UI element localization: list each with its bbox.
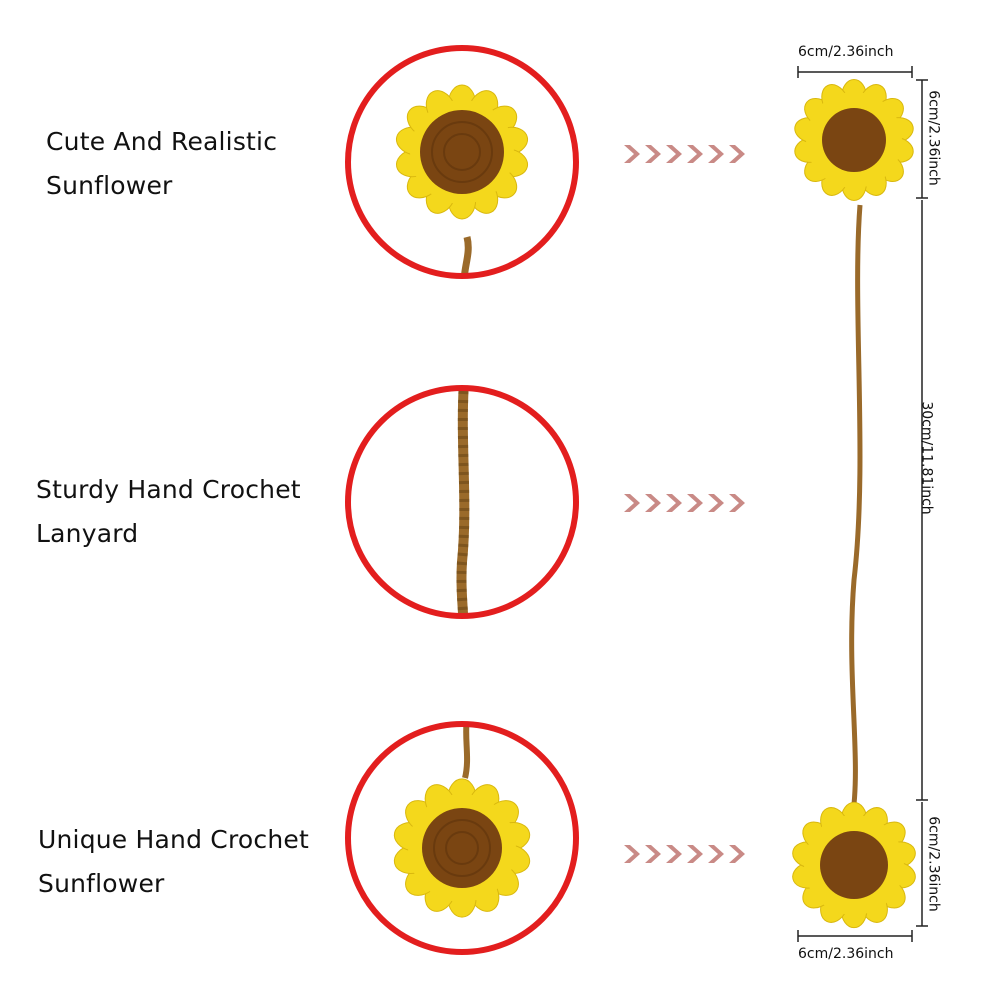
chevron-icon bbox=[624, 845, 640, 863]
chevron-arrows-3 bbox=[620, 842, 755, 866]
chevron-icon bbox=[624, 494, 640, 512]
sunflower-closeup-circle bbox=[342, 42, 582, 282]
chevron-icon bbox=[624, 145, 640, 163]
bottom-width-label: 6cm/2.36inch bbox=[798, 946, 894, 962]
feature-2-line-2: Lanyard bbox=[36, 519, 139, 548]
chevron-icon bbox=[666, 494, 682, 512]
chevron-icon bbox=[645, 494, 661, 512]
feature-3-line-2: Sunflower bbox=[38, 869, 165, 898]
feature-2-line-1: Sturdy Hand Crochet bbox=[36, 475, 301, 504]
chevron-icon bbox=[729, 494, 745, 512]
chevron-icon bbox=[666, 145, 682, 163]
feature-text-3: Unique Hand Crochet Sunflower bbox=[38, 818, 309, 906]
chevron-icon bbox=[687, 494, 703, 512]
feature-1-line-1: Cute And Realistic bbox=[46, 127, 278, 156]
sunflower-image bbox=[395, 84, 529, 220]
chevron-icon bbox=[645, 145, 661, 163]
lanyard-full bbox=[849, 204, 863, 821]
bottom-width-dimension-line bbox=[797, 930, 913, 942]
sunflower-image-bottom bbox=[393, 778, 531, 918]
chevron-icon bbox=[708, 494, 724, 512]
bottom-height-label: 6cm/2.36inch bbox=[925, 816, 942, 912]
feature-1-line-2: Sunflower bbox=[46, 171, 173, 200]
feature-text-1: Cute And Realistic Sunflower bbox=[46, 120, 277, 208]
chevron-icon bbox=[729, 145, 745, 163]
chevron-icon bbox=[645, 845, 661, 863]
sunflower-closeup-circle-bottom bbox=[342, 718, 582, 958]
bottom-sunflower bbox=[792, 801, 916, 929]
top-sunflower bbox=[794, 79, 914, 201]
top-height-label: 6cm/2.36inch bbox=[925, 90, 942, 186]
chevron-icon bbox=[708, 845, 724, 863]
cord-stub bbox=[460, 236, 472, 276]
chevron-arrows-2 bbox=[620, 491, 755, 515]
vertical-dimension-lines bbox=[916, 79, 928, 927]
top-width-label: 6cm/2.36inch bbox=[798, 44, 894, 60]
chevron-icon bbox=[687, 145, 703, 163]
feature-3-line-1: Unique Hand Crochet bbox=[38, 825, 309, 854]
product-full-view bbox=[780, 60, 980, 960]
chevron-icon bbox=[729, 845, 745, 863]
top-width-dimension-line bbox=[797, 66, 913, 78]
chevron-icon bbox=[708, 145, 724, 163]
lanyard-length-label: 30cm/11.81inch bbox=[918, 401, 935, 515]
lanyard-closeup-circle bbox=[342, 382, 582, 622]
chevron-icon bbox=[687, 845, 703, 863]
cord-stub-bottom bbox=[462, 724, 471, 779]
chevron-icon bbox=[666, 845, 682, 863]
chevron-arrows-1 bbox=[620, 142, 755, 166]
feature-text-2: Sturdy Hand Crochet Lanyard bbox=[36, 468, 301, 556]
